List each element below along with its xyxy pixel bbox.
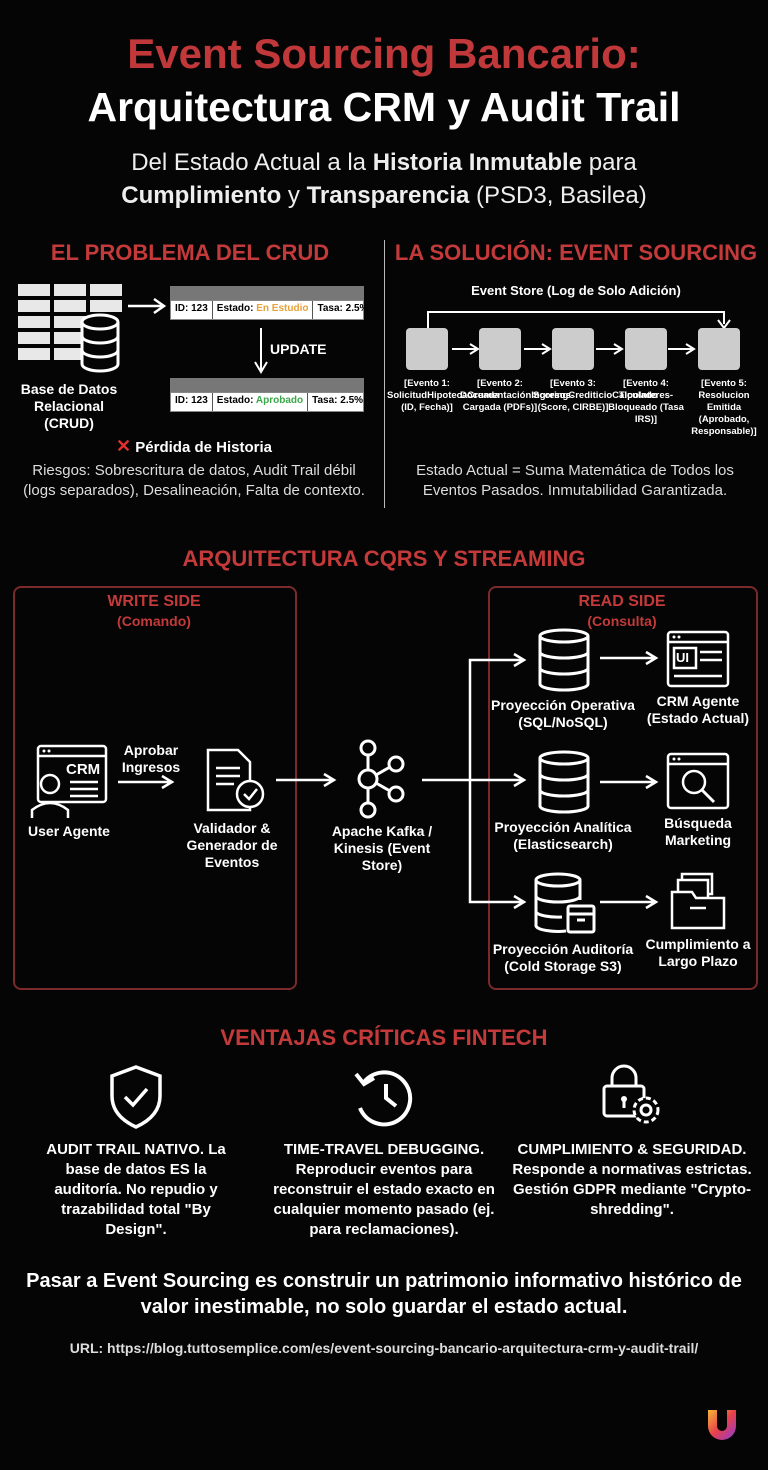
- arrow-right-icon: [276, 772, 337, 788]
- advantage-audit-trail: AUDIT TRAIL NATIVO. La base de datos ES …: [46, 1141, 226, 1238]
- archive-database-icon: [534, 872, 596, 934]
- event-2-box: [479, 328, 521, 370]
- document-check-icon: [206, 748, 265, 812]
- lock-gear-icon: [602, 1064, 660, 1124]
- projection-operational-label: Proyección Operativa (SQL/NoSQL): [491, 697, 635, 730]
- database-icon: [538, 628, 590, 692]
- event-3-label: [Evento 3: ScoringCrediticioCalculado (S…: [533, 378, 658, 413]
- event-5-box: [698, 328, 740, 370]
- read-side-panel: [488, 586, 758, 990]
- validator-label: Validador & Generador de Eventos: [186, 820, 278, 870]
- relational-db-icon: [18, 284, 122, 373]
- projection-audit-label: Proyección Auditoría (Cold Storage S3): [492, 941, 634, 974]
- event-store-label: Event Store (Log de Solo Adición): [471, 283, 681, 298]
- kafka-icon: [357, 739, 405, 819]
- title-line-1: Event Sourcing Bancario:: [127, 30, 641, 77]
- advantage-compliance: CUMPLIMIENTO & SEGURIDAD. Responde a nor…: [512, 1141, 752, 1218]
- kafka-label: Apache Kafka / Kinesis (Event Store): [331, 823, 433, 873]
- brand-logo-icon: [708, 1410, 736, 1440]
- arrow-right-icon: [118, 774, 175, 790]
- event-4-label: [Evento 4: TipoInteres-Bloqueado (Tasa I…: [608, 378, 684, 425]
- arrow-right-icon: [600, 650, 659, 666]
- write-side-title: WRITE SIDE: [107, 593, 201, 610]
- db-label: Base de Datos Relacional (CRUD): [20, 381, 118, 431]
- shield-check-icon: [110, 1065, 162, 1129]
- event-1-label: [Evento 1: SolicitudHipotecaCreada (ID, …: [387, 378, 500, 413]
- event-log-connectors: [427, 311, 731, 355]
- event-3-box: [552, 328, 594, 370]
- crm-ui-window-icon: [666, 630, 730, 688]
- write-side-subtitle: (Comando): [117, 613, 191, 629]
- arrow-right-icon: [128, 297, 167, 315]
- search-window-icon: [666, 752, 730, 810]
- write-side-panel: [13, 586, 297, 990]
- read-side-title: READ SIDE: [578, 593, 666, 610]
- user-crm-icon: [30, 744, 108, 818]
- read-side-subtitle: (Consulta): [587, 613, 657, 629]
- title-line-2: Arquitectura CRM y Audit Trail: [87, 84, 681, 130]
- event-1-box: [406, 328, 448, 370]
- section-divider: [384, 240, 385, 508]
- advantage-time-travel: TIME-TRAVEL DEBUGGING. Reproducir evento…: [273, 1141, 495, 1238]
- source-url[interactable]: URL: https://blog.tuttosemplice.com/es/e…: [69, 1340, 699, 1356]
- event-2-label: [Evento 2: DocumentaciónIngresos-Cargada…: [460, 378, 575, 413]
- approve-label: Aprobar Ingresos: [121, 742, 181, 775]
- event-4-box: [625, 328, 667, 370]
- crm-agent-label: CRM Agente (Estado Actual): [646, 693, 750, 726]
- crud-risks: Riesgos: Sobrescritura de datos, Audit T…: [23, 462, 365, 499]
- file-folder-icon: [670, 872, 726, 930]
- history-clock-icon: [354, 1070, 413, 1127]
- event-5-label: [Evento 5: Resolucion Emitida (Aprobado,…: [691, 378, 757, 437]
- user-agent-label: User Agente: [28, 823, 110, 839]
- database-icon: [538, 750, 590, 814]
- history-loss: ✕ Pérdida de Historia: [116, 436, 272, 456]
- solution-heading: LA SOLUCIÓN: EVENT SOURCING: [394, 240, 758, 265]
- cross-icon: ✕: [116, 436, 132, 456]
- crm-badge: CRM: [66, 761, 101, 778]
- problem-heading: EL PROBLEMA DEL CRUD: [50, 240, 330, 265]
- projection-analytics-label: Proyección Analítica (Elasticsearch): [494, 819, 632, 852]
- solution-summary: Estado Actual = Suma Matemática de Todos…: [416, 462, 734, 499]
- arrow-down-icon: [254, 328, 268, 374]
- subtitle: Del Estado Actual a la Historia Inmutabl…: [121, 149, 647, 209]
- ui-badge: UI: [676, 650, 689, 665]
- arrow-right-icon: [600, 774, 659, 790]
- fanout-arrows: [422, 652, 527, 910]
- update-label: UPDATE: [270, 341, 327, 357]
- arrow-right-icon: [600, 894, 659, 910]
- conclusion: Pasar a Event Sourcing es construir un p…: [26, 1270, 742, 1318]
- advantages-heading: VENTAJAS CRÍTICAS FINTECH: [220, 1025, 548, 1050]
- long-term-compliance-label: Cumplimiento a Largo Plazo: [645, 936, 751, 969]
- marketing-search-label: Búsqueda Marketing: [664, 815, 732, 848]
- cqrs-heading: ARQUITECTURA CQRS Y STREAMING: [182, 546, 586, 571]
